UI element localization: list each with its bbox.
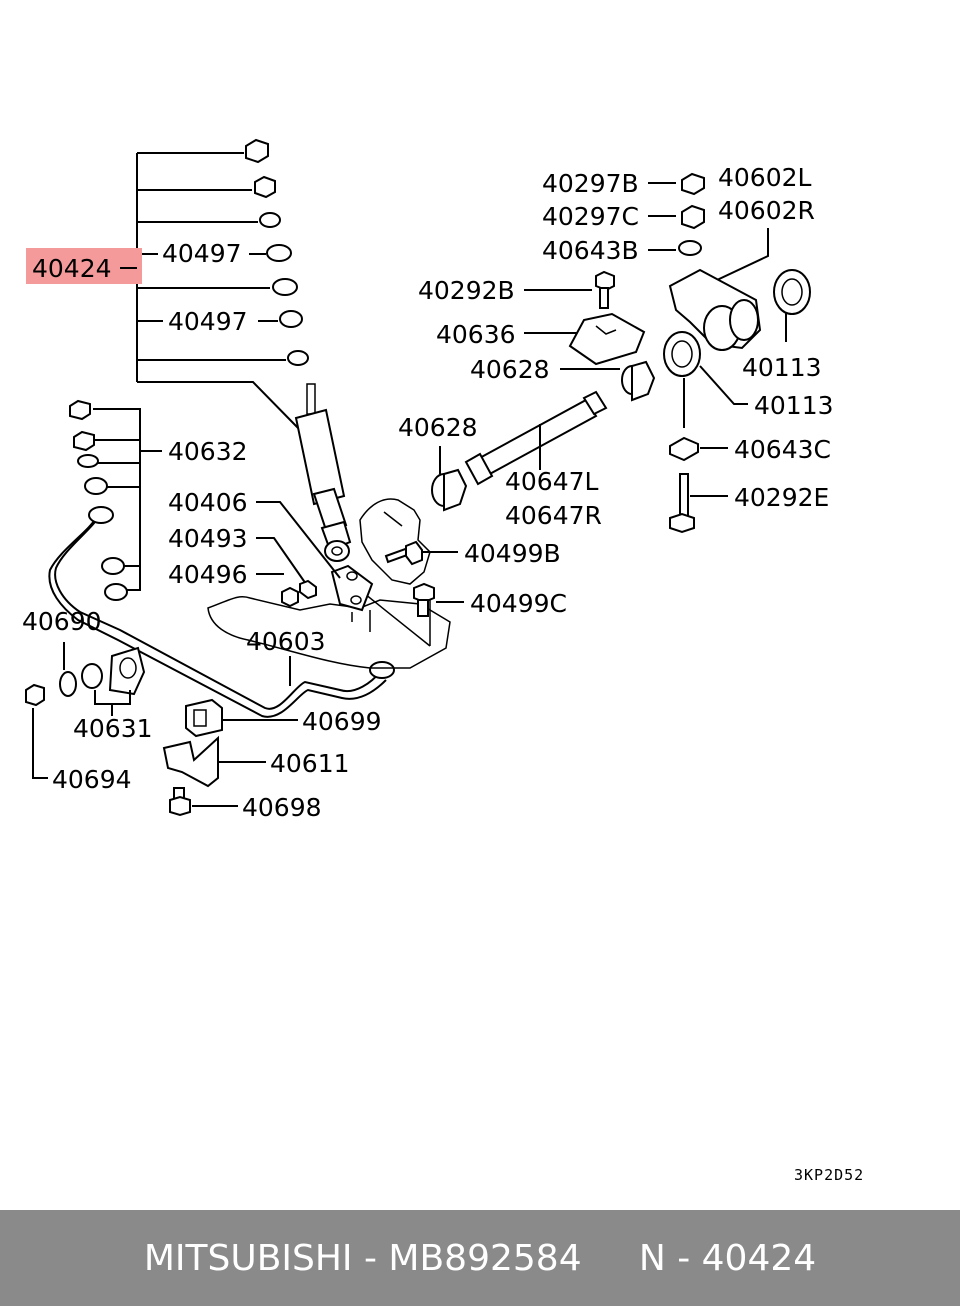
label-40297C[interactable]: 40297C: [542, 202, 639, 231]
label-40113-upper[interactable]: 40113: [742, 353, 822, 382]
stabilizer-bar: [48, 506, 395, 718]
label-40496[interactable]: 40496: [168, 560, 248, 589]
label-40292B[interactable]: 40292B: [418, 276, 515, 305]
label-40694[interactable]: 40694: [52, 765, 132, 794]
bushing-40628-lower: [431, 468, 468, 512]
label-40611[interactable]: 40611: [270, 749, 350, 778]
washer-40643C: [669, 436, 699, 462]
bolt-40292B: [595, 270, 615, 309]
washer-40643B: [678, 240, 702, 256]
nut-40694: [25, 683, 45, 707]
bushing-40628-upper: [621, 360, 656, 402]
nut-40297B: [681, 172, 705, 196]
bolt-40292E: [669, 473, 695, 534]
part-number-caption: MITSUBISHI - MB892584 N - 40424: [143, 1237, 817, 1279]
label-40602R[interactable]: 40602R: [718, 196, 815, 225]
nut-40496: [281, 586, 299, 608]
label-40424[interactable]: 40424: [32, 254, 112, 283]
stabilizer-hardware: [69, 399, 128, 601]
shock-bracket-lines: [136, 152, 301, 431]
bracket-40699: [185, 698, 223, 738]
footer-bar: MITSUBISHI - MB892584 N - 40424: [0, 1210, 960, 1306]
label-40292E[interactable]: 40292E: [734, 483, 829, 512]
highlight-40424: [26, 248, 142, 284]
bolt-40499C: [413, 582, 435, 617]
label-40643B[interactable]: 40643B: [542, 236, 639, 265]
bushing-40631: [59, 646, 146, 697]
label-40632[interactable]: 40632: [168, 437, 248, 466]
bolt-40698: [169, 787, 191, 817]
cover-40636: [568, 312, 646, 366]
label-40406[interactable]: 40406: [168, 488, 248, 517]
label-40699[interactable]: 40699: [302, 707, 382, 736]
label-40643C[interactable]: 40643C: [734, 435, 831, 464]
label-40297B[interactable]: 40297B: [542, 169, 639, 198]
nut-40297C: [681, 204, 705, 230]
label-40647R[interactable]: 40647R: [505, 501, 602, 530]
parts-diagram: 40424 40497 40497 40632: [22, 138, 864, 1184]
shock-lower-bracket: [330, 564, 374, 632]
label-40497-upper[interactable]: 40497: [162, 239, 242, 268]
label-40602L[interactable]: 40602L: [718, 163, 812, 192]
washer-40493: [299, 579, 317, 600]
label-40628-upper[interactable]: 40628: [470, 355, 550, 384]
label-40631[interactable]: 40631: [73, 714, 153, 743]
bushing-40113-right: [773, 269, 811, 315]
bolt-40499B: [384, 540, 423, 566]
label-40113-lower[interactable]: 40113: [754, 391, 834, 420]
label-40497-lower[interactable]: 40497: [168, 307, 248, 336]
shock-absorber: [294, 383, 352, 562]
torsion-bar-40647: [464, 390, 608, 486]
lower-arm-frame: [207, 498, 451, 669]
label-40628-lower[interactable]: 40628: [398, 413, 478, 442]
label-40493[interactable]: 40493: [168, 524, 248, 553]
label-40603[interactable]: 40603: [246, 627, 326, 656]
shock-hardware: [245, 138, 309, 366]
label-40690[interactable]: 40690: [22, 607, 102, 636]
label-40499B[interactable]: 40499B: [464, 539, 561, 568]
anchor-arm-40602: [668, 268, 762, 351]
bracket-40611: [162, 735, 219, 788]
label-40698[interactable]: 40698: [242, 793, 322, 822]
label-40636[interactable]: 40636: [436, 320, 516, 349]
bushing-40113-left: [663, 331, 701, 377]
label-40647L[interactable]: 40647L: [505, 467, 599, 496]
label-40499C[interactable]: 40499C: [470, 589, 567, 618]
drawing-code: 3KP2D52: [794, 1166, 864, 1184]
